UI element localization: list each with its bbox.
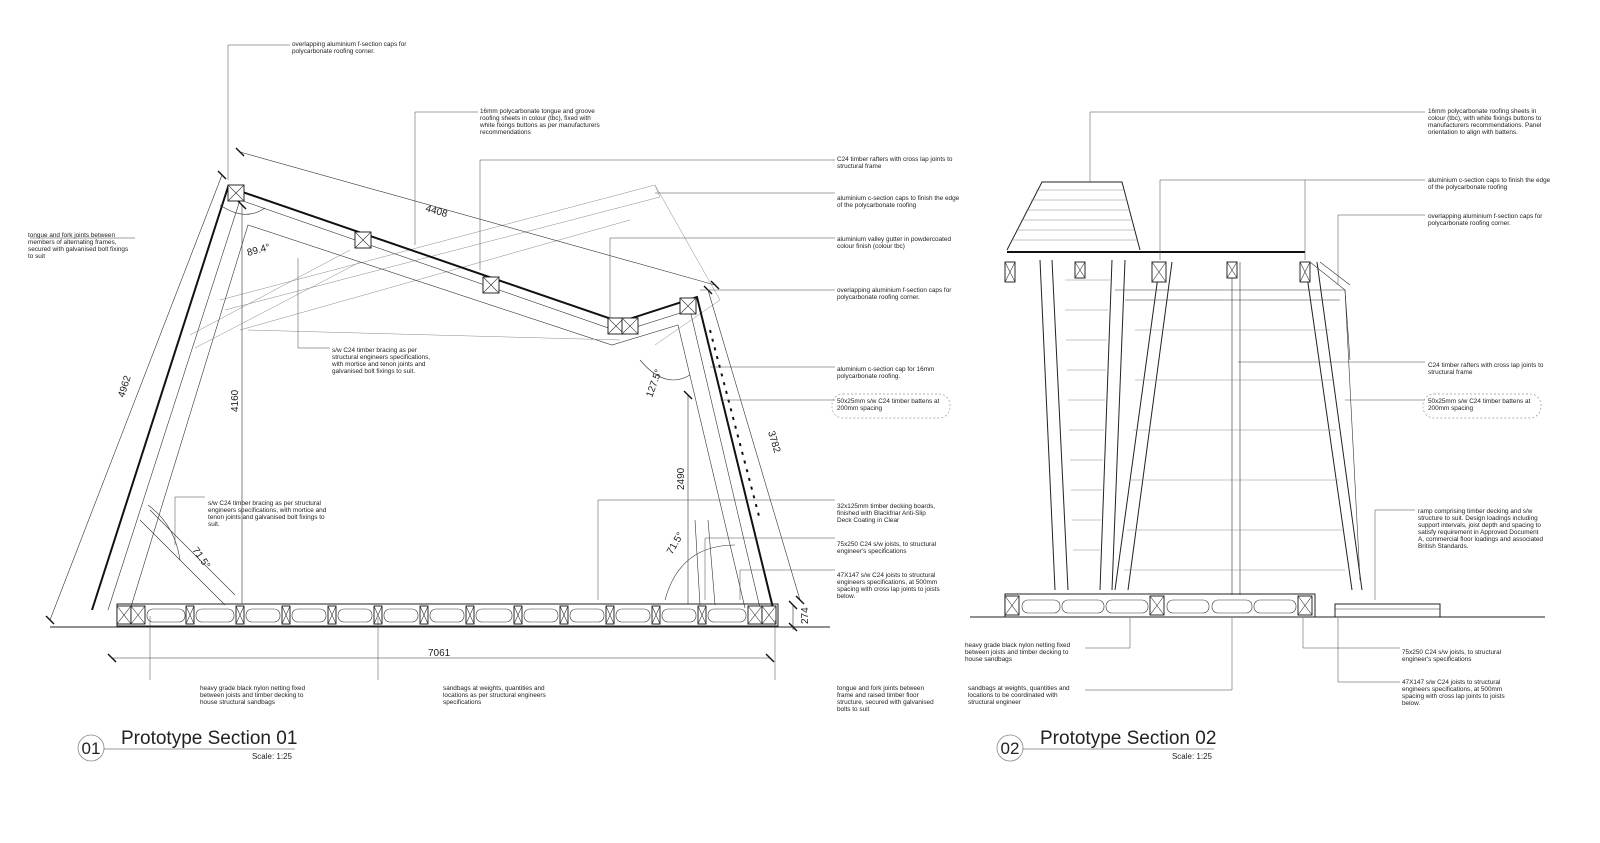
sandbags-02 [1021, 599, 1297, 614]
legs-left-02 [1039, 259, 1126, 591]
section-01-notes: overlapping aluminium f-section caps for… [28, 41, 961, 713]
section-number-02: 02 [1001, 739, 1020, 758]
angle-top: 89.4° [246, 242, 272, 259]
leaders-02 [1085, 111, 1425, 691]
note2-c-caps: aluminium c-section caps to finish the e… [1428, 177, 1552, 191]
roof-joint-boxes [227, 184, 697, 335]
note-floor-joints: tongue and fork joints between frame and… [837, 685, 935, 713]
note-decking: 32x125mm timber decking boards, finished… [837, 503, 937, 524]
bracing-upper [189, 249, 621, 349]
note-c-caps: aluminium c-section caps to finish the e… [837, 195, 961, 209]
main-frame-inner [107, 199, 761, 611]
dim-base: 7061 [428, 648, 451, 659]
note-c-cap-16mm: aluminium c-section cap for 16mm polycar… [837, 366, 936, 380]
leaders-01 [30, 44, 835, 680]
section-number-circle-01 [77, 734, 105, 762]
battens-dashed [709, 329, 761, 521]
bracing-left [139, 509, 236, 606]
note-rafters: C24 timber rafters with cross lap joints… [837, 156, 954, 170]
roof-slats-02 [1012, 189, 1137, 241]
cross-frame-02 [1115, 289, 1351, 361]
dim-left-leg: 4962 [116, 374, 133, 399]
note-sandbags: sandbags at weights, quantities and loca… [443, 685, 547, 706]
note-netting: heavy grade black nylon netting fixed be… [200, 685, 307, 706]
note-battens: 50x25mm s/w C24 timber battens at 200mm … [837, 398, 941, 412]
note2-joists-75: 75x250 C24 s/w joists, to structural eng… [1402, 649, 1503, 663]
ramp-02 [1334, 603, 1441, 618]
note2-f-caps: overlapping aluminium f-section caps for… [1428, 213, 1544, 227]
note2-battens: 50x25mm s/w C24 timber battens at 200mm … [1428, 398, 1532, 412]
note-bracing-lower: s/w C24 timber bracing as per structural… [208, 500, 328, 528]
note2-sandbags: sandbags at weights, quantities and loca… [968, 685, 1071, 706]
section-02-drawing [970, 111, 1545, 691]
dimension-lines-01 [45, 147, 805, 663]
right-frame-02 [1309, 261, 1361, 581]
title-block-02: 02 Prototype Section 02 Scale: 1:25 [996, 728, 1216, 762]
strut-right-02 [1304, 261, 1363, 591]
dim-height-right: 2490 [676, 467, 687, 490]
note2-roof-sheets: 16mm polycarbonate roofing sheets in col… [1428, 108, 1543, 136]
section-scale-02: Scale: 1:25 [1172, 752, 1213, 761]
battens-revision-cloud-01 [831, 393, 951, 419]
note2-joists-47: 47X147 s/w C24 joists to structural engi… [1402, 679, 1506, 707]
note-bracing-upper: s/w C24 timber bracing as per structural… [331, 347, 432, 375]
section-number-01: 01 [82, 739, 101, 758]
section-number-circle-02 [996, 734, 1024, 762]
angle-valley: 127.5° [644, 368, 664, 399]
note2-ramp: ramp comprising timber decking and s/w s… [1418, 508, 1545, 550]
dim-floor: 274 [800, 607, 811, 624]
dim-top-span: 4408 [424, 203, 449, 220]
section-01-drawing [30, 44, 835, 680]
section-02-notes: 16mm polycarbonate roofing sheets in col… [965, 108, 1552, 707]
main-frame-inner-2 [129, 224, 746, 611]
note-f-caps-right: overlapping aluminium f-section caps for… [837, 287, 953, 301]
angle-right: 71.5° [665, 531, 686, 557]
note-roof-sheets: 16mm polycarbonate tongue and groove roo… [479, 108, 602, 136]
strut-left-02 [1114, 261, 1173, 591]
joint-boxes-02 [1004, 261, 1311, 283]
floor-joist-boxes [116, 605, 777, 625]
bracing-right [694, 519, 716, 606]
floor-platform-01 [116, 603, 779, 627]
dim-right-leg: 3782 [765, 430, 782, 455]
section-01-dimension-labels: 4408 4962 4160 2490 3782 7061 274 89.4° … [116, 203, 811, 659]
roof-canopy-02 [1006, 181, 1141, 251]
section-title-01: Prototype Section 01 [121, 728, 297, 749]
title-block-01: 01 Prototype Section 01 Scale: 1:25 [77, 728, 297, 762]
rear-frame-ghost [219, 184, 721, 346]
floor-boxes-02 [1004, 595, 1313, 616]
dim-height-left: 4160 [230, 389, 241, 412]
sandbags-01 [146, 608, 747, 623]
section-scale-01: Scale: 1:25 [252, 752, 293, 761]
note-valley-gutter: aluminium valley gutter in powdercoated … [837, 236, 953, 250]
centre-post-02 [1231, 262, 1241, 595]
note2-rafters: C24 timber rafters with cross lap joints… [1428, 362, 1545, 376]
angle-left: 71.5° [190, 545, 212, 571]
note-joints-left: tongue and fork joints between members o… [28, 232, 130, 260]
note-joists-47: 47X147 s/w C24 joists to structural engi… [837, 572, 941, 600]
section-title-02: Prototype Section 02 [1040, 728, 1216, 749]
battens-revision-cloud-02 [1422, 393, 1542, 419]
note2-netting: heavy grade black nylon netting fixed be… [965, 642, 1072, 663]
note-joists-75: 75x250 C24 s/w joists, to structural eng… [837, 541, 938, 555]
note-top-caps: overlapping aluminium f-section caps for… [292, 41, 408, 55]
infill-slats-02 [1065, 279, 1345, 571]
